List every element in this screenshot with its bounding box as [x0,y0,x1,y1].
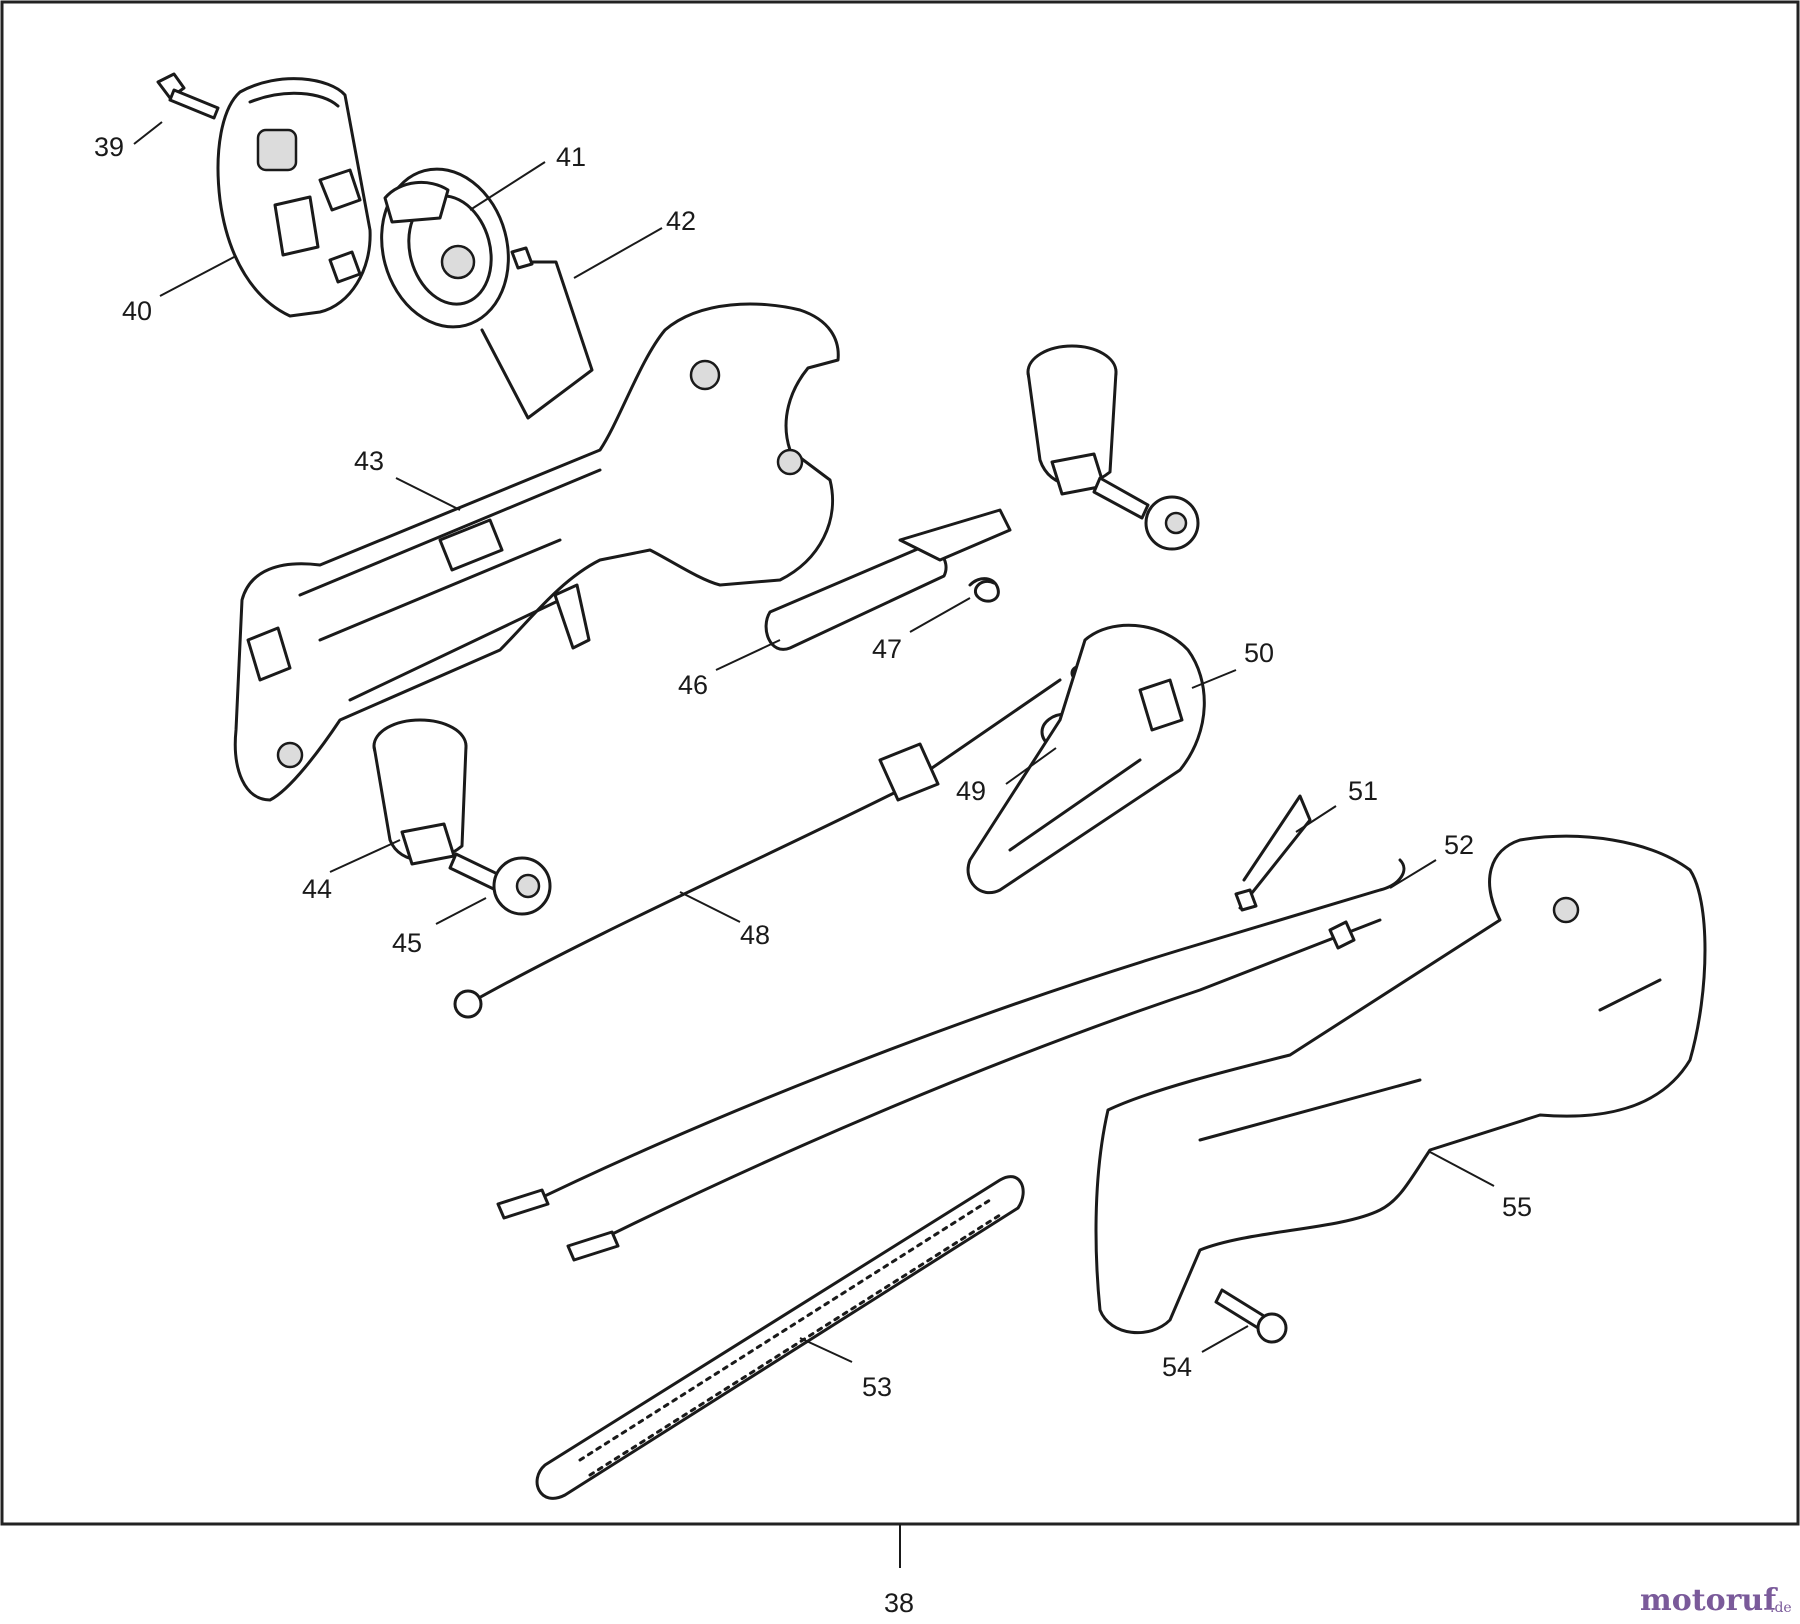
label-50: 50 [1244,638,1274,668]
part-54-screw [1214,1288,1288,1344]
part-screw-upper [1092,476,1200,551]
label-53: 53 [862,1372,892,1402]
leader-52 [1389,859,1437,889]
label-47: 47 [872,634,902,664]
label-54: 54 [1162,1352,1192,1382]
label-46: 46 [678,670,708,700]
part-51-wire [1234,794,1312,912]
part-45-screw [448,852,552,916]
leader-49 [1005,747,1057,785]
label-43: 43 [354,446,384,476]
part-47-spring [968,577,1000,603]
label-40: 40 [122,296,152,326]
label-41: 41 [556,142,586,172]
label-45: 45 [392,928,422,958]
leader-39 [133,121,163,145]
leader-50 [1191,669,1237,689]
leader-53 [799,1337,853,1363]
label-42: 42 [666,206,696,236]
part-53-coil [535,1175,1025,1500]
leader-43 [395,477,461,511]
part-52-cable [496,858,1406,1262]
leader-45 [435,897,487,925]
leader-55 [1429,1151,1495,1187]
label-39: 39 [94,132,124,162]
label-52: 52 [1444,830,1474,860]
part-39-screw [156,72,220,120]
part-50-trigger [966,623,1206,895]
leader-42 [573,227,663,279]
leader-54 [1201,1325,1249,1353]
label-48: 48 [740,920,770,950]
part-55-rear-handle [1094,834,1707,1335]
leader-47 [909,597,971,633]
leader-44 [329,839,401,873]
part-42-wire [480,246,594,420]
leader-48 [679,891,741,923]
leader-41 [469,161,546,211]
watermark-brand: motoruf [1640,1583,1778,1618]
leader-46 [715,639,781,671]
label-51: 51 [1348,776,1378,806]
label-38: 38 [884,1588,914,1618]
leader-51 [1295,805,1337,833]
part-44-clamp [372,718,468,866]
part-46-lever [764,508,1012,651]
leader-40 [159,255,237,297]
label-49: 49 [956,776,986,806]
watermark-suffix: .de [1770,1600,1792,1616]
part-clamp-upper [1026,344,1118,496]
label-44: 44 [302,874,332,904]
label-55: 55 [1502,1192,1532,1222]
part-40-cover [216,77,372,318]
part-48-cable [453,665,1086,1019]
part-41-knob [380,167,510,329]
part-43-handle-half [233,302,840,802]
